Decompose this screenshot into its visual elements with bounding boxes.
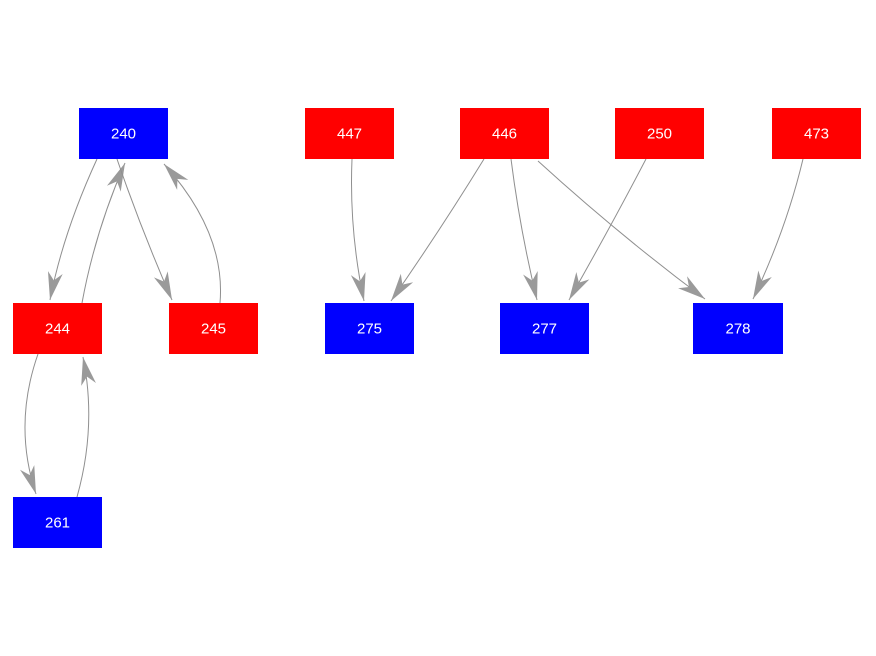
graph-node-250: 250 bbox=[615, 108, 704, 159]
graph-node-278: 278 bbox=[693, 303, 783, 354]
edge-244-240 bbox=[81, 162, 126, 304]
graph-node-277: 277 bbox=[500, 303, 589, 354]
node-box-447 bbox=[305, 108, 394, 159]
edge-446-277 bbox=[510, 158, 538, 301]
node-box-250 bbox=[615, 108, 704, 159]
node-box-277 bbox=[500, 303, 589, 354]
node-label-250: 250 bbox=[647, 126, 672, 143]
node-box-278 bbox=[693, 303, 783, 354]
node-label-446: 446 bbox=[492, 126, 517, 143]
edge-447-275 bbox=[350, 158, 366, 302]
graph-node-473: 473 bbox=[772, 108, 861, 159]
edge-473-278 bbox=[752, 158, 804, 300]
node-box-245 bbox=[169, 303, 258, 354]
graph-node-446: 446 bbox=[460, 108, 549, 159]
edge-446-275 bbox=[390, 158, 485, 302]
node-box-244 bbox=[13, 303, 102, 354]
node-box-275 bbox=[325, 303, 414, 354]
graph-node-240: 240 bbox=[79, 108, 168, 159]
node-label-275: 275 bbox=[357, 321, 382, 338]
edge-245-240 bbox=[163, 163, 222, 304]
edge-240-244 bbox=[47, 158, 98, 301]
node-box-446 bbox=[460, 108, 549, 159]
graph-node-275: 275 bbox=[325, 303, 414, 354]
node-label-261: 261 bbox=[45, 515, 70, 532]
edge-244-261 bbox=[20, 353, 39, 495]
node-label-447: 447 bbox=[337, 126, 362, 143]
node-layer: 240 447 446 250 473 244 245 275 277 278 261 bbox=[13, 108, 861, 548]
edge-250-277 bbox=[568, 158, 647, 301]
node-label-473: 473 bbox=[804, 126, 829, 143]
edge-446-278 bbox=[537, 160, 706, 300]
graph-node-261: 261 bbox=[13, 497, 102, 548]
graph-node-244: 244 bbox=[13, 303, 102, 354]
node-label-240: 240 bbox=[111, 126, 136, 143]
node-label-278: 278 bbox=[725, 321, 750, 338]
node-label-244: 244 bbox=[45, 321, 70, 338]
node-label-245: 245 bbox=[201, 321, 226, 338]
edge-240-245 bbox=[116, 158, 173, 301]
graph-node-245: 245 bbox=[169, 303, 258, 354]
node-box-261 bbox=[13, 497, 102, 548]
graph-node-447: 447 bbox=[305, 108, 394, 159]
node-label-277: 277 bbox=[532, 321, 557, 338]
node-box-240 bbox=[79, 108, 168, 159]
node-box-473 bbox=[772, 108, 861, 159]
edge-layer bbox=[20, 158, 804, 498]
edge-261-244 bbox=[76, 356, 96, 498]
